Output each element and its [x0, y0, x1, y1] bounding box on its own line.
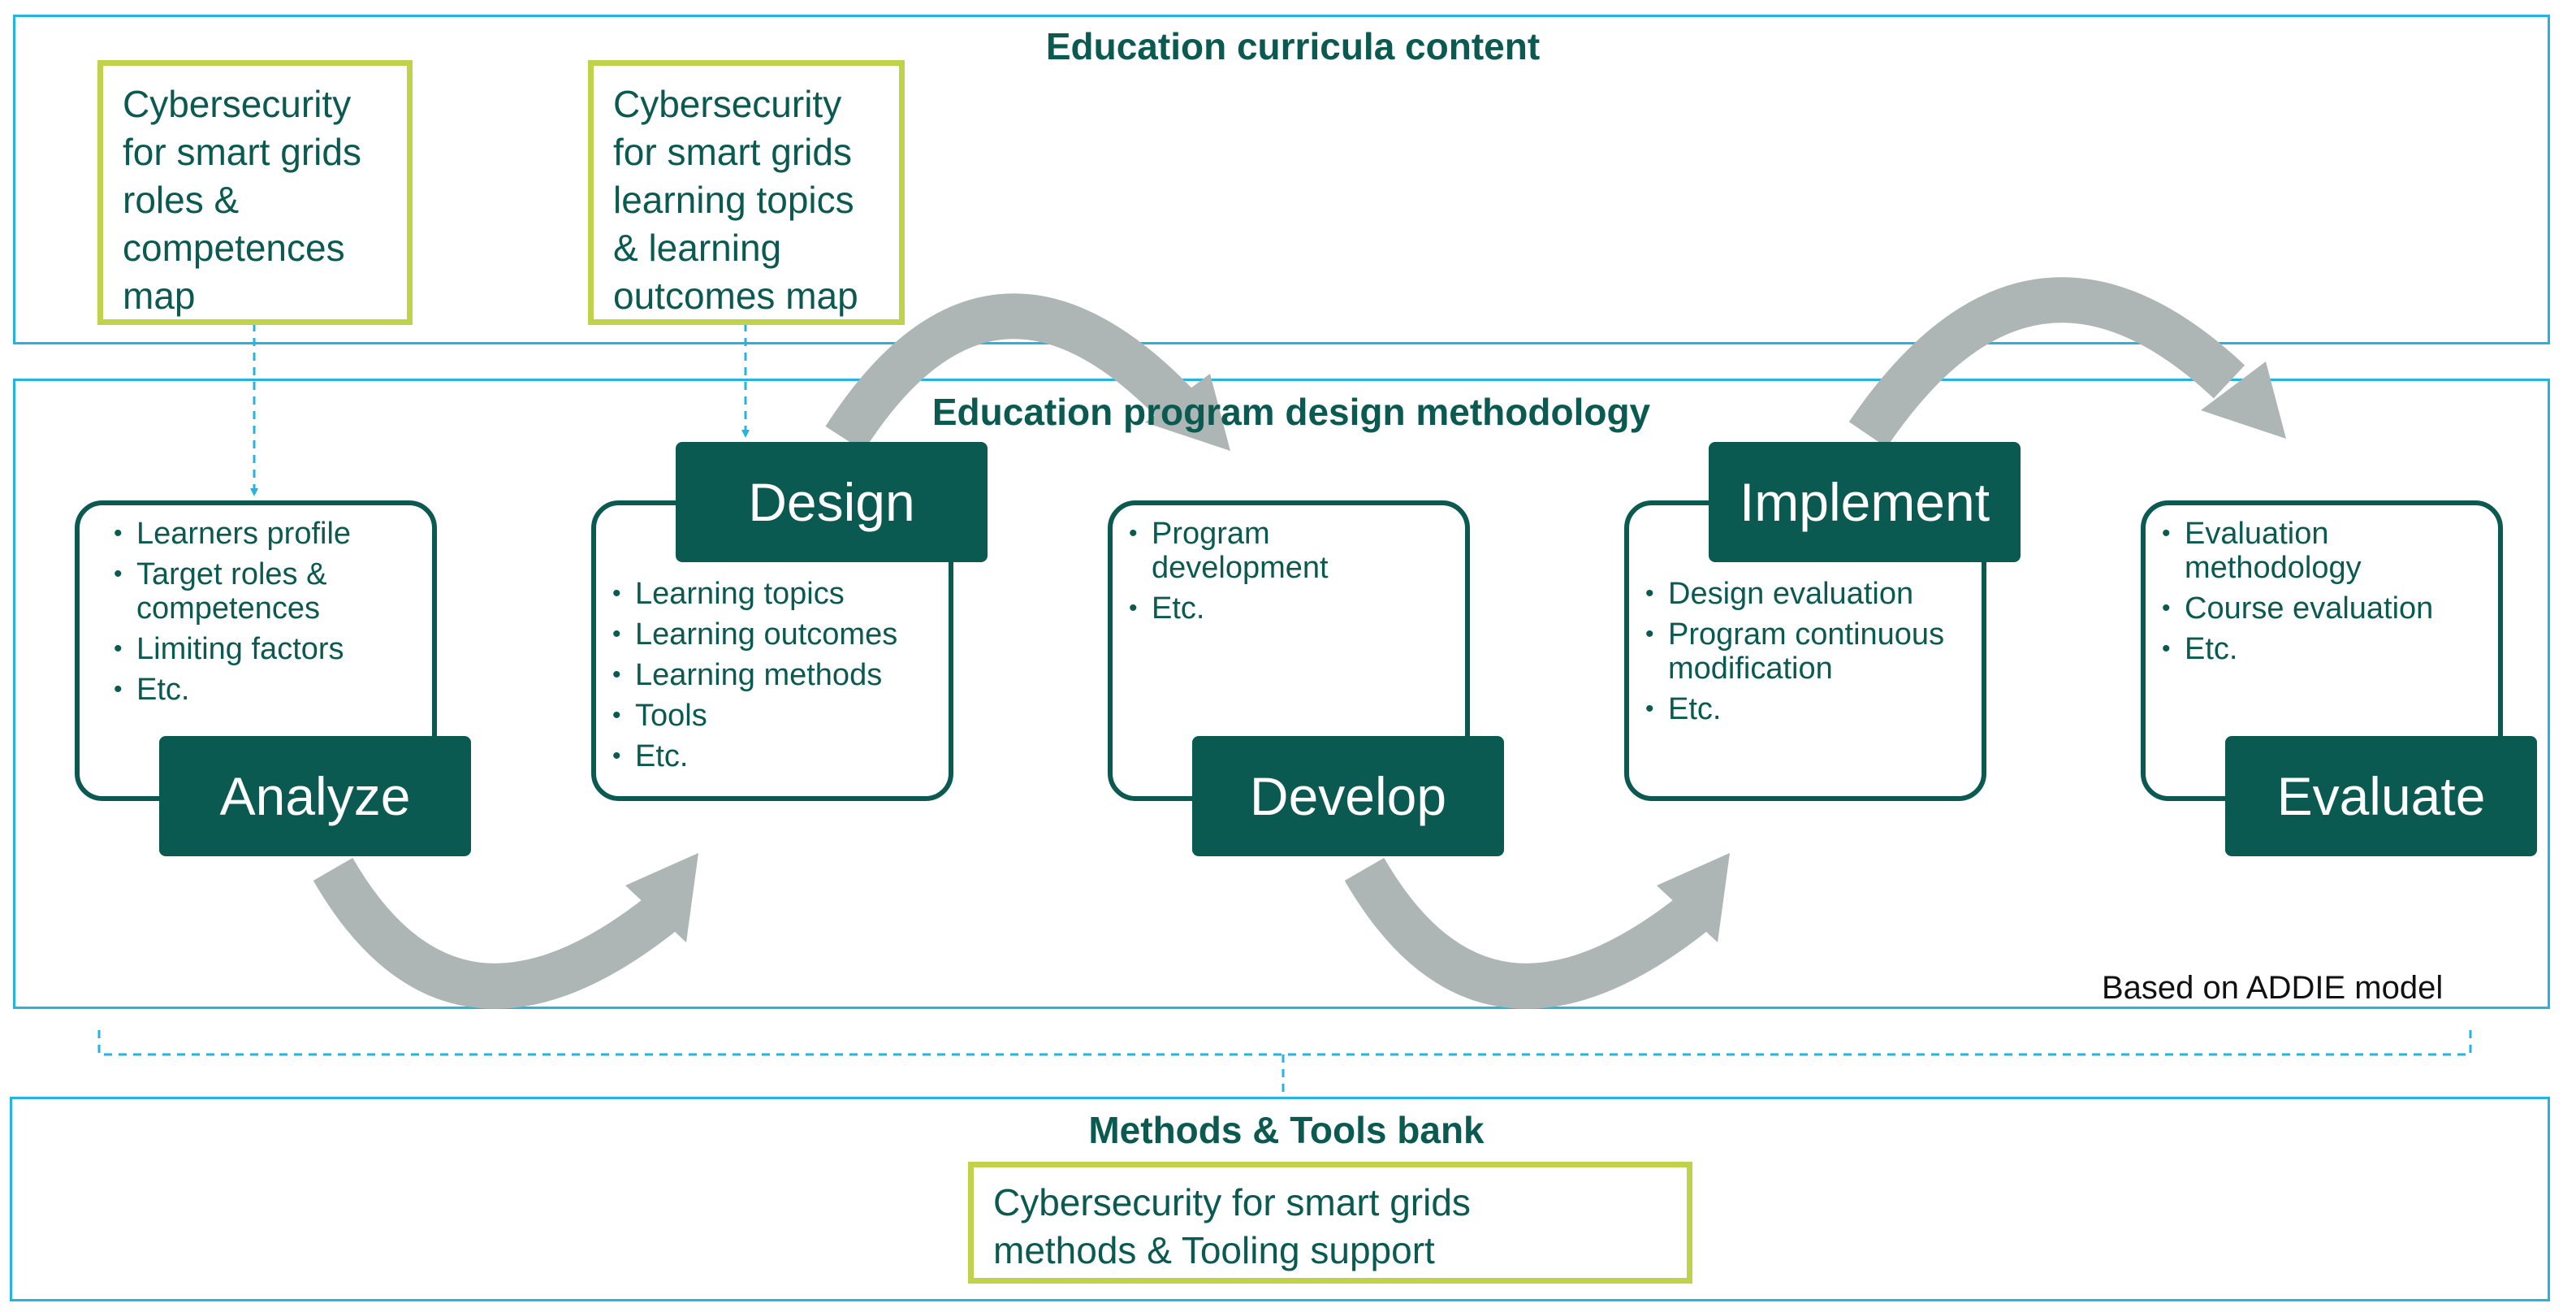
- arrow-design-to-develop: [825, 293, 1230, 452]
- roles-competences-box: Cybersecurity for smart grids roles & co…: [97, 60, 413, 325]
- evaluate-item: Etc.: [2160, 632, 2493, 666]
- methodology-frame: [13, 379, 2550, 1009]
- implement-item: Design evaluation: [1644, 577, 1977, 611]
- analyze-item: Limiting factors: [112, 632, 421, 666]
- design-item: Learning outcomes: [611, 617, 944, 652]
- develop-item: Program development: [1127, 517, 1387, 585]
- phase-implement: Implement: [1709, 442, 2021, 562]
- curricula-title: Education curricula content: [1045, 25, 1541, 67]
- arrow-implement-to-evaluate: [1848, 277, 2286, 448]
- arrow-analyze-to-design: [313, 853, 698, 1009]
- design-item: Etc.: [611, 739, 944, 773]
- phase-evaluate: Evaluate: [2225, 736, 2537, 856]
- methodology-title: Education program design methodology: [931, 391, 1651, 433]
- evaluate-items: Evaluation methodology Course evaluation…: [2160, 517, 2493, 673]
- analyze-items: Learners profile Target roles & competen…: [112, 517, 421, 713]
- evaluate-item: Evaluation methodology: [2160, 517, 2493, 585]
- design-item: Tools: [611, 699, 944, 733]
- phase-design: Design: [676, 442, 988, 562]
- bank-title: Methods & Tools bank: [1088, 1109, 1485, 1151]
- evaluate-item: Course evaluation: [2160, 591, 2493, 626]
- implement-item: Etc.: [1644, 692, 1977, 726]
- arrow-develop-to-implement: [1344, 853, 1730, 1009]
- connector-bracket-to-bank: [97, 1030, 2472, 1095]
- design-items: Learning topics Learning outcomes Learni…: [611, 577, 944, 780]
- develop-item: Etc.: [1127, 591, 1387, 626]
- learning-topics-box: Cybersecurity for smart grids learning t…: [588, 60, 905, 325]
- bank-frame: [10, 1097, 2550, 1301]
- analyze-item: Etc.: [112, 673, 421, 707]
- phase-develop: Develop: [1192, 736, 1504, 856]
- analyze-item: Learners profile: [112, 517, 421, 551]
- curricula-frame: [13, 15, 2550, 344]
- design-item: Learning methods: [611, 658, 944, 692]
- phase-analyze: Analyze: [159, 736, 471, 856]
- implement-items: Design evaluation Program continuous mod…: [1644, 577, 1977, 733]
- addie-note: Based on ADDIE model: [2102, 970, 2444, 1006]
- tooling-support-box: Cybersecurity for smart grids methods & …: [968, 1162, 1692, 1284]
- implement-item: Program continuous modification: [1644, 617, 1977, 686]
- evaluate-card: Evaluation methodology Course evaluation…: [2141, 500, 2503, 801]
- design-item: Learning topics: [611, 577, 944, 611]
- develop-items: Program development Etc.: [1127, 517, 1387, 632]
- analyze-item: Target roles & competences: [112, 557, 421, 626]
